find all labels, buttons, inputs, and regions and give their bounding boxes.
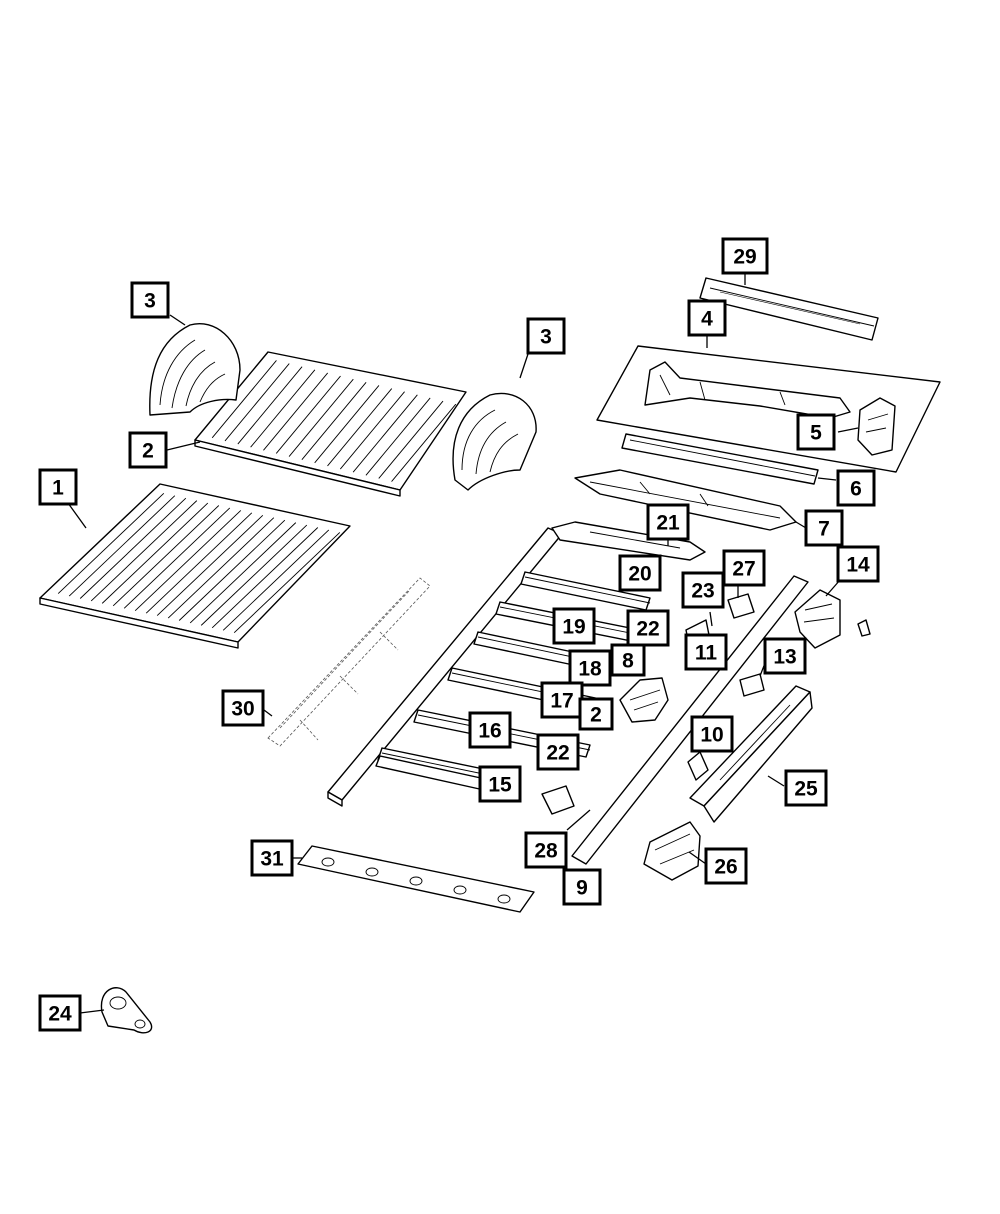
part-14-bracket bbox=[794, 589, 871, 649]
callout-label: 11 bbox=[695, 642, 718, 665]
callout-13: 13 bbox=[763, 637, 807, 675]
part-29-header-bar bbox=[699, 277, 879, 341]
callout-2: 2 bbox=[578, 697, 614, 731]
callout-label: 7 bbox=[818, 518, 830, 541]
callout-label: 29 bbox=[733, 246, 756, 269]
callout-6: 6 bbox=[836, 469, 876, 507]
callout-27: 27 bbox=[722, 549, 766, 587]
callout-label: 26 bbox=[714, 856, 737, 879]
callout-label: 15 bbox=[488, 774, 512, 797]
callout-3: 3 bbox=[526, 317, 566, 355]
callout-label: 6 bbox=[850, 478, 862, 501]
part-6-crossmember bbox=[621, 433, 819, 485]
part-13-plate bbox=[739, 673, 765, 697]
part-28-bracket bbox=[541, 785, 575, 815]
callout-23: 23 bbox=[681, 571, 725, 609]
callout-label: 28 bbox=[534, 840, 558, 863]
callout-21: 21 bbox=[646, 503, 690, 541]
callout-17: 17 bbox=[540, 681, 584, 719]
callout-label: 25 bbox=[794, 778, 818, 801]
part-2-load-floor bbox=[194, 351, 467, 497]
callout-1: 1 bbox=[38, 468, 78, 506]
callout-label: 8 bbox=[622, 650, 634, 673]
callout-9: 9 bbox=[562, 868, 602, 906]
callout-label: 3 bbox=[144, 290, 156, 313]
callout-14: 14 bbox=[836, 545, 880, 583]
callout-31: 31 bbox=[250, 839, 294, 877]
part-3-left-wheelhouse bbox=[149, 323, 241, 416]
callout-25: 25 bbox=[784, 769, 828, 807]
part-25-side-rail bbox=[689, 685, 813, 823]
callout-label: 13 bbox=[773, 646, 796, 669]
callout-label: 24 bbox=[48, 1003, 72, 1026]
callout-29: 29 bbox=[721, 237, 769, 275]
underbody-frame bbox=[327, 521, 809, 865]
part-3-right-wheelhouse bbox=[452, 392, 537, 491]
callout-label: 20 bbox=[628, 563, 651, 586]
callout-label: 18 bbox=[578, 658, 602, 681]
callout-22: 22 bbox=[536, 733, 580, 771]
callout-label: 2 bbox=[142, 440, 154, 463]
callout-label: 3 bbox=[540, 326, 552, 349]
part-1-floor-pan bbox=[39, 483, 351, 649]
callout-label: 1 bbox=[52, 477, 64, 500]
callout-label: 22 bbox=[546, 742, 569, 765]
part-26-inner-wheelhouse bbox=[643, 821, 701, 881]
callout-label: 31 bbox=[260, 848, 284, 871]
callout-30: 30 bbox=[221, 689, 265, 727]
callout-18: 18 bbox=[568, 649, 612, 687]
callout-label: 27 bbox=[732, 558, 755, 581]
callout-7: 7 bbox=[804, 509, 844, 547]
callout-label: 14 bbox=[846, 554, 870, 577]
part-24-tie-down-ring bbox=[100, 987, 153, 1034]
part-10-bracket bbox=[687, 751, 709, 781]
callout-label: 16 bbox=[478, 720, 501, 743]
callout-label: 23 bbox=[691, 580, 714, 603]
callout-label: 19 bbox=[562, 616, 585, 639]
part-5-bracket bbox=[857, 397, 896, 456]
callout-label: 10 bbox=[700, 724, 723, 747]
part-27-bracket bbox=[727, 593, 755, 619]
callout-label: 9 bbox=[576, 877, 588, 900]
callout-label: 2 bbox=[590, 704, 602, 727]
callout-8: 8 bbox=[610, 643, 646, 677]
callout-16: 16 bbox=[468, 711, 512, 749]
part-30-reinforcement bbox=[267, 577, 431, 747]
callout-19: 19 bbox=[552, 607, 596, 645]
callout-label: 22 bbox=[636, 618, 659, 641]
callout-15: 15 bbox=[478, 765, 522, 803]
part-8-bracket bbox=[619, 677, 669, 723]
callout-20: 20 bbox=[618, 554, 662, 592]
callout-label: 30 bbox=[231, 698, 254, 721]
part-31-sill-plate bbox=[297, 845, 535, 913]
callout-label: 4 bbox=[701, 308, 713, 331]
callout-11: 11 bbox=[684, 633, 728, 671]
callout-24: 24 bbox=[38, 994, 82, 1032]
callout-4: 4 bbox=[687, 299, 727, 337]
callout-label: 5 bbox=[810, 422, 822, 445]
callout-label: 17 bbox=[550, 690, 573, 713]
callout-28: 28 bbox=[524, 831, 568, 869]
callout-label: 21 bbox=[656, 512, 680, 535]
callout-10: 10 bbox=[690, 715, 734, 753]
part-4-crossmember-assembly bbox=[596, 345, 941, 473]
callout-22: 22 bbox=[626, 609, 670, 647]
callout-3: 3 bbox=[130, 281, 170, 319]
callout-26: 26 bbox=[704, 847, 748, 885]
callout-2: 2 bbox=[128, 431, 168, 469]
callout-5: 5 bbox=[796, 413, 836, 451]
